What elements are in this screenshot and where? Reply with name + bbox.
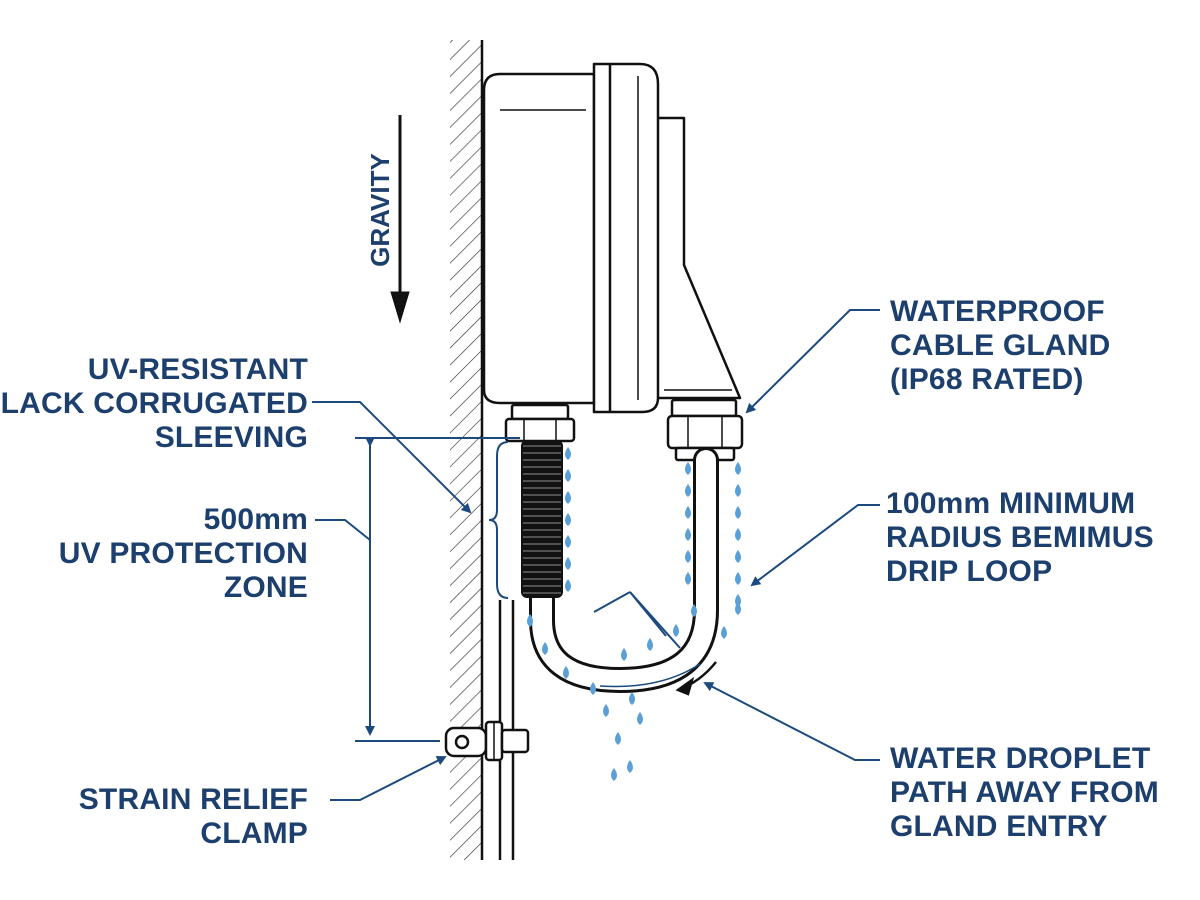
water-droplet <box>565 579 571 592</box>
wall <box>450 40 484 860</box>
strain-relief-label-line-2: CLAMP <box>200 817 308 850</box>
water-droplet <box>685 528 691 541</box>
corrugated-sleeving <box>521 440 563 598</box>
water-droplet <box>735 572 741 585</box>
strain-relief-clamp <box>444 720 530 762</box>
droplet-path-label: WATER DROPLET PATH AWAY FROM GLAND ENTRY <box>890 742 1159 844</box>
leader-lines <box>312 309 880 801</box>
water-droplet <box>685 550 691 563</box>
droplet-path-label-line-3: GLAND ENTRY <box>890 810 1108 843</box>
junction-box <box>482 62 742 414</box>
gland-label: WATERPROOF CABLE GLAND (IP68 RATED) <box>890 295 1111 397</box>
water-droplet <box>527 614 533 627</box>
right-cable-gland <box>666 398 744 462</box>
water-droplet <box>542 642 548 655</box>
sleeving-label-line-1: UV-RESISTANT <box>87 353 308 386</box>
water-droplet <box>565 491 571 504</box>
water-droplet <box>735 506 741 519</box>
drip-loop-label-line-1: 100mm MINIMUM <box>886 487 1136 520</box>
water-droplet <box>735 462 741 475</box>
uv-zone-label-line-3: ZONE <box>223 571 308 604</box>
droplet-path-label-line-2: PATH AWAY FROM <box>890 776 1159 809</box>
water-droplet <box>735 484 741 497</box>
water-droplet <box>691 604 697 617</box>
water-droplet <box>721 626 727 639</box>
drip-loop-label-line-2: RADIUS BEMIMUS <box>886 521 1154 554</box>
drip-loop-label: 100mm MINIMUM RADIUS BEMIMUS DRIP LOOP <box>886 487 1154 589</box>
water-droplet <box>735 528 741 541</box>
water-droplet <box>685 506 691 519</box>
water-droplet <box>627 760 633 773</box>
sleeving-label-line-3: SLEEVING <box>154 421 308 454</box>
water-droplet <box>735 550 741 563</box>
water-droplet <box>565 557 571 570</box>
water-droplets <box>527 447 741 781</box>
left-cable-gland <box>504 403 576 443</box>
water-droplet <box>615 732 621 745</box>
water-droplet <box>565 469 571 482</box>
flow-arrow <box>675 661 717 696</box>
water-droplet <box>673 624 679 637</box>
drip-loop-label-line-3: DRIP LOOP <box>886 555 1053 588</box>
water-droplet <box>565 447 571 460</box>
drip-loop-cable <box>529 447 719 694</box>
water-droplet <box>565 535 571 548</box>
droplet-path-label-line-1: WATER DROPLET <box>890 742 1151 775</box>
sleeving-label-line-2: BLACK CORRUGATED <box>0 387 308 420</box>
water-droplet <box>590 682 596 695</box>
water-droplet <box>611 768 617 781</box>
water-droplet <box>685 462 691 475</box>
water-droplet <box>565 513 571 526</box>
gland-label-line-1: WATERPROOF <box>890 295 1105 328</box>
water-droplet <box>603 704 609 717</box>
water-droplet <box>735 594 741 607</box>
uv-zone-label-line-1: 500mm <box>203 503 308 536</box>
strain-relief-label: STRAIN RELIEF CLAMP <box>79 783 308 851</box>
water-droplet <box>685 572 691 585</box>
uv-zone-label: 500mm UV PROTECTION ZONE <box>59 503 308 605</box>
strain-relief-label-line-1: STRAIN RELIEF <box>78 783 308 816</box>
gland-label-line-3: (IP68 RATED) <box>890 363 1084 396</box>
gland-label-line-2: CABLE GLAND <box>890 329 1111 362</box>
water-droplet <box>647 638 653 651</box>
gravity-arrow <box>390 115 410 324</box>
water-droplet <box>621 648 627 661</box>
water-droplet <box>637 712 643 725</box>
water-droplet <box>735 602 741 615</box>
water-droplet <box>563 666 569 679</box>
sleeving-label: UV-RESISTANT BLACK CORRUGATED SLEEVING <box>0 353 308 455</box>
water-droplet <box>629 692 635 705</box>
water-droplet <box>685 484 691 497</box>
uv-zone-label-line-2: UV PROTECTION <box>58 537 308 570</box>
